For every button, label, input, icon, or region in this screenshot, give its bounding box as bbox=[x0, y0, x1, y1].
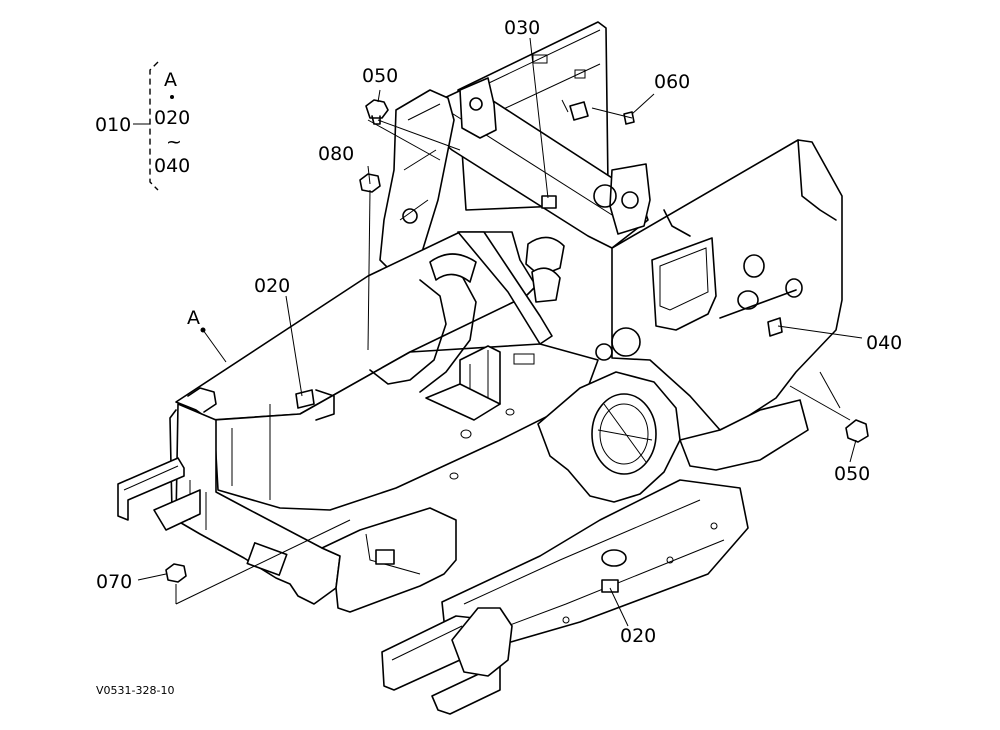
part-070-bolt bbox=[165, 563, 187, 583]
bracket-parent-label: 010 bbox=[95, 114, 131, 136]
callout-020-bottom: 020 bbox=[620, 625, 656, 647]
bracket-item-040: 040 bbox=[154, 155, 190, 177]
part-050-top-bolt bbox=[365, 99, 389, 125]
track-frame-artwork bbox=[117, 21, 843, 715]
part-060-clip bbox=[623, 111, 635, 125]
figure-code: V0531-328-10 bbox=[96, 684, 174, 697]
part-050-right-bolt bbox=[845, 419, 869, 443]
callout-050-top: 050 bbox=[362, 65, 398, 87]
callout-a: A bbox=[187, 307, 200, 329]
callout-060: 060 bbox=[654, 71, 690, 93]
callout-030: 030 bbox=[504, 17, 540, 39]
bracket-range-symbol: ~ bbox=[166, 131, 182, 153]
bracket-item-a: A bbox=[164, 69, 177, 91]
callout-080: 080 bbox=[318, 143, 354, 165]
callout-labels: 050 030 060 080 020 A 040 050 070 020 bbox=[96, 17, 902, 647]
bullet-dot-icon bbox=[170, 95, 174, 99]
callout-050-right: 050 bbox=[834, 463, 870, 485]
leader-lines bbox=[137, 37, 863, 627]
callout-070: 070 bbox=[96, 571, 132, 593]
callout-020-left: 020 bbox=[254, 275, 290, 297]
bracket-item-020: 020 bbox=[154, 107, 190, 129]
callout-040: 040 bbox=[866, 332, 902, 354]
group-bracket: 010 A 020 ~ 040 bbox=[95, 61, 190, 191]
